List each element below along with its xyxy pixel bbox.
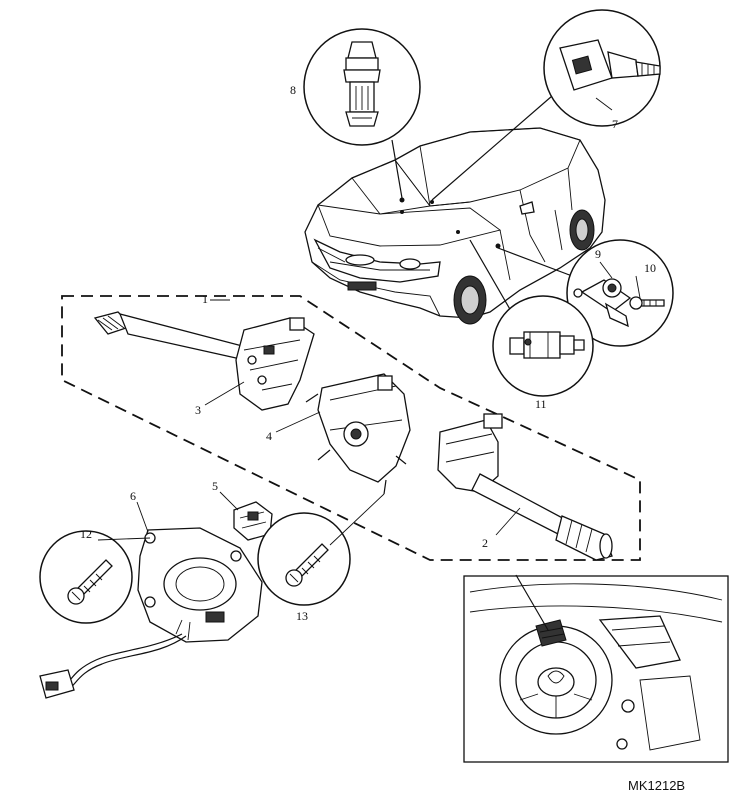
steering-column-inset xyxy=(463,575,729,763)
harness-connector xyxy=(39,633,187,699)
callout-6: 6 xyxy=(130,489,136,503)
figure-code: MK1212B xyxy=(628,778,685,793)
callout-10: 10 xyxy=(644,261,656,275)
assembly-boundary-dashed xyxy=(61,295,641,561)
callout-8: 8 xyxy=(290,83,296,97)
callout-12: 12 xyxy=(80,527,92,541)
callout-7: 7 xyxy=(612,117,618,131)
callout-1: 1 xyxy=(202,292,208,306)
callout-9: 9 xyxy=(595,247,601,261)
callout-labels: 1 2 3 4 5 6 7 8 9 10 11 12 13 xyxy=(80,83,656,623)
detail-circle-13 xyxy=(257,512,351,606)
callout-2: 2 xyxy=(482,536,488,550)
detail-circle-12 xyxy=(39,530,133,624)
car-illustration xyxy=(304,127,606,325)
detail-circle-11 xyxy=(492,295,594,397)
callout-4: 4 xyxy=(266,429,272,443)
callout-11: 11 xyxy=(535,397,547,411)
part-6-rotary-coupler xyxy=(137,527,263,643)
part-3-stalk-switch xyxy=(93,311,315,411)
callout-leaders xyxy=(97,97,641,546)
inset-leader-line xyxy=(515,574,549,631)
part-4-switch-base xyxy=(305,373,411,495)
detail-circle-7 xyxy=(543,9,661,127)
detail-circle-8 xyxy=(303,28,421,146)
detail-circle-9-10 xyxy=(566,239,674,347)
part-2-stalk-switch xyxy=(437,413,613,561)
callout-5: 5 xyxy=(212,479,218,493)
callout-13: 13 xyxy=(296,609,308,623)
part-5-connector xyxy=(233,501,273,541)
callout-3: 3 xyxy=(195,403,201,417)
